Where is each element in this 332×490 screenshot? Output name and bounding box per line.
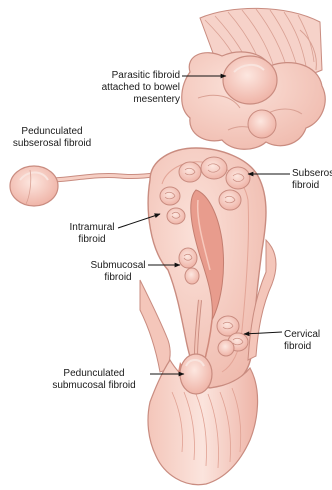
label-pedunculated-subserosal-fibroid: Pedunculated subserosal fibroid <box>2 126 102 150</box>
parasitic-fibroid <box>223 56 277 104</box>
label-submucosal-fibroid: Submucosal fibroid <box>86 260 150 284</box>
label-subserosal-fibroid: Subserosal fibroid <box>292 168 332 192</box>
label-intramural-fibroid: Intramural fibroid <box>62 222 122 246</box>
label-parasitic-fibroid: Parasitic fibroid attached to bowel mese… <box>96 70 180 106</box>
bowel-mesentery-illustration <box>182 8 325 149</box>
label-cervical-fibroid: Cervical fibroid <box>284 329 330 353</box>
label-pedunculated-submucosal-fibroid: Pedunculated submucosal fibroid <box>40 368 148 392</box>
